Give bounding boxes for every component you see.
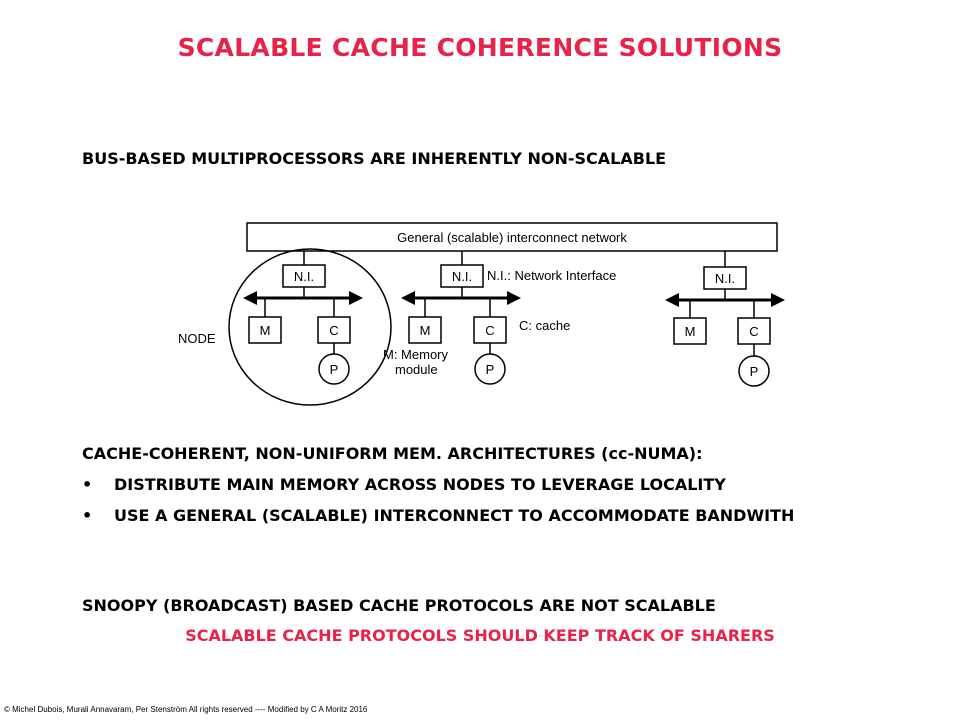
- bullet-icon: •: [82, 506, 93, 525]
- network-interface-label: N.I.: [294, 269, 314, 284]
- processor-circle: [738, 355, 770, 387]
- interconnect-network-label: General (scalable) interconnect network: [397, 230, 627, 245]
- node-3: N.I. M C P: [665, 251, 785, 387]
- bullet-text: USE A GENERAL (SCALABLE) INTERCONNECT TO…: [114, 506, 795, 525]
- memory-box: [248, 316, 282, 344]
- bullet-item-distribute-memory: • DISTRIBUTE MAIN MEMORY ACROSS NODES TO…: [82, 474, 912, 496]
- bus-arrow-left: [665, 293, 679, 307]
- legend-network-interface: N.I.: Network Interface: [487, 268, 616, 283]
- processor-circle: [318, 353, 350, 385]
- cc-numa-heading: CACHE-COHERENT, NON-UNIFORM MEM. ARCHITE…: [82, 444, 703, 463]
- memory-label: M: [420, 323, 431, 338]
- processor-label: P: [486, 362, 495, 377]
- processor-circle: [474, 353, 506, 385]
- bullet-icon: •: [82, 475, 93, 494]
- bus-arrow-right: [349, 291, 363, 305]
- cache-label: C: [749, 324, 758, 339]
- node-1: N.I. M C P: [243, 251, 363, 385]
- cache-label: C: [329, 323, 338, 338]
- node-label: NODE: [178, 331, 216, 346]
- bus-arrow-right: [771, 293, 785, 307]
- copyright-footer: © Michel Dubois, Murali Annavaram, Per S…: [4, 705, 368, 714]
- legend-memory-line1: M: Memory: [383, 347, 449, 362]
- network-interface-label: N.I.: [452, 269, 472, 284]
- node-boundary: [228, 248, 392, 406]
- legend-memory-line2: module: [395, 362, 438, 377]
- memory-label: M: [685, 324, 696, 339]
- legend-cache: C: cache: [519, 318, 570, 333]
- cc-numa-diagram: General (scalable) interconnect network …: [178, 222, 785, 406]
- cc-numa-bullet-list: • DISTRIBUTE MAIN MEMORY ACROSS NODES TO…: [82, 474, 912, 536]
- interconnect-network: [246, 222, 778, 252]
- processor-label: P: [750, 364, 759, 379]
- cache-label: C: [485, 323, 494, 338]
- slide-title: SCALABLE CACHE COHERENCE SOLUTIONS: [177, 33, 783, 62]
- memory-box: [673, 317, 707, 345]
- network-interface-label: N.I.: [715, 271, 735, 286]
- memory-box: [408, 316, 442, 344]
- bullet-item-general-interconnect: • USE A GENERAL (SCALABLE) INTERCONNECT …: [82, 505, 912, 527]
- processor-label: P: [330, 362, 339, 377]
- snoopy-statement: SNOOPY (BROADCAST) BASED CACHE PROTOCOLS…: [82, 596, 716, 615]
- bullet-text: DISTRIBUTE MAIN MEMORY ACROSS NODES TO L…: [114, 475, 726, 494]
- bus-based-heading: BUS-BASED MULTIPROCESSORS ARE INHERENTLY…: [82, 149, 667, 168]
- bus-arrow-left: [401, 291, 415, 305]
- bus-arrow-left: [243, 291, 257, 305]
- memory-label: M: [260, 323, 271, 338]
- conclusion-statement: SCALABLE CACHE PROTOCOLS SHOULD KEEP TRA…: [185, 626, 775, 645]
- bus-arrow-right: [507, 291, 521, 305]
- node-2: N.I. M C P: [401, 251, 521, 385]
- cache-box: [317, 316, 351, 344]
